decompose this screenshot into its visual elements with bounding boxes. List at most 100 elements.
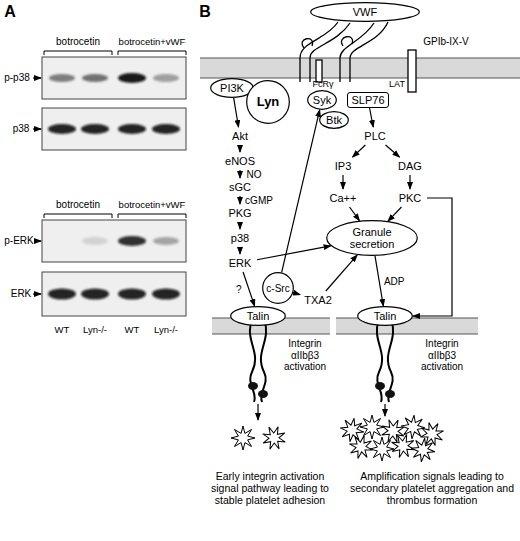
receptor-chain — [350, 22, 388, 82]
integrin-head — [248, 382, 395, 398]
lane-bracket — [44, 51, 186, 55]
signal-text: PKG — [225, 206, 255, 220]
node-outline — [247, 81, 290, 124]
blot-band — [152, 289, 180, 300]
node-text: Syk — [313, 94, 331, 106]
node-outline — [211, 79, 254, 98]
node-text: PKG — [228, 207, 251, 219]
lat-transmembrane — [408, 50, 416, 92]
membrane-edge — [200, 58, 520, 78]
lane-bracket — [44, 214, 186, 218]
node-text: Lyn — [257, 95, 280, 109]
lane-label: Lyn-/- — [154, 325, 178, 336]
signal-text: p38 — [225, 231, 255, 245]
integrin-label: Integrin αIIbβ3 activation — [276, 338, 334, 373]
panel-letter: B — [199, 3, 211, 21]
signal-arrow — [413, 198, 452, 316]
western-blot — [33, 51, 186, 316]
signal-text: Ca++ — [327, 191, 359, 205]
integrin-chain — [261, 320, 266, 402]
node-outline — [263, 273, 294, 304]
signal-arrow — [409, 175, 410, 189]
integrin-domain — [375, 382, 385, 390]
platelet-star — [259, 423, 290, 454]
signal-arrow — [239, 222, 240, 229]
edge-label: NO — [247, 169, 262, 180]
receptor-label: GPIb-IX-V — [423, 36, 469, 48]
blot-band — [48, 289, 76, 300]
signal-text: eNOS — [223, 154, 257, 168]
blot-band — [81, 124, 109, 134]
node-outline — [308, 91, 337, 110]
node-text: eNOS — [225, 155, 255, 167]
adaptor-label: LAT — [389, 79, 405, 89]
outcome-arrow — [257, 404, 258, 420]
node-text: TXA2 — [304, 294, 332, 306]
band-pointer — [33, 77, 41, 78]
treatment-label: botrocetin+vWF — [119, 37, 186, 48]
node-text: VWF — [353, 6, 377, 18]
blot-frame — [42, 57, 186, 99]
edge-label: ADP — [384, 275, 405, 286]
blot-frame — [42, 272, 186, 316]
lane-label: WT — [125, 325, 140, 336]
node-text: SLP76 — [351, 94, 384, 106]
node-outline — [358, 307, 413, 326]
receptor-chain — [340, 23, 374, 82]
blot-band — [153, 74, 179, 82]
platelet-star — [231, 426, 255, 450]
blot-band — [81, 289, 109, 300]
node-text: PI3K — [220, 82, 244, 94]
signal-text: PKC — [395, 191, 425, 205]
talin-ellipse: Talin — [230, 306, 286, 326]
blot-band — [118, 236, 146, 246]
blot-band — [153, 237, 179, 245]
node-text: Talin — [374, 310, 397, 322]
node-text: sGC — [229, 181, 251, 193]
receptor-loop — [302, 39, 312, 48]
integrin-domain — [248, 382, 258, 390]
blot-band — [82, 237, 108, 245]
signal-arrow — [243, 272, 255, 306]
platelet-star — [409, 436, 436, 463]
signal-arrow — [257, 246, 331, 260]
platelet-symbols — [231, 414, 448, 464]
node-text: Granule secretion — [342, 226, 402, 250]
receptor-chain — [310, 23, 350, 82]
integrin-domain — [258, 390, 268, 398]
kinase-ellipse: Syk — [307, 90, 337, 110]
node-text: Akt — [232, 130, 248, 142]
signal-arrow — [282, 110, 320, 273]
kinase-circle: Lyn — [246, 80, 290, 124]
node-text: Talin — [247, 310, 270, 322]
blot-bands — [82, 236, 179, 246]
band-pointer — [33, 293, 41, 294]
node-text: IP3 — [335, 160, 352, 172]
node-text: DAG — [398, 160, 422, 172]
ligand-ellipse: VWF — [310, 2, 420, 22]
protein-label: p38 — [13, 123, 30, 135]
band-pointer — [36, 240, 41, 241]
signal-arrow — [388, 207, 401, 221]
platelet-star — [370, 437, 394, 461]
node-outline — [320, 112, 349, 129]
blot-band — [118, 73, 146, 83]
blot-band — [49, 74, 75, 82]
signal-text: Akt — [225, 129, 255, 143]
kinase-circle: c-Src — [262, 272, 294, 304]
signal-arrow — [370, 108, 374, 127]
blot-bands — [49, 73, 179, 83]
blot-band — [118, 124, 146, 134]
treatment-label: botrocetin+vWF — [119, 200, 186, 211]
signal-text: DAG — [395, 159, 425, 173]
node-text: ERK — [229, 257, 252, 269]
node-outline — [327, 221, 418, 256]
edge-label: ? — [236, 284, 242, 295]
signal-text: IP3 — [329, 159, 357, 173]
node-text: Ca++ — [330, 192, 357, 204]
protein-label: ERK — [11, 288, 32, 300]
band-pointer — [33, 128, 41, 129]
node-text: PKC — [399, 192, 422, 204]
